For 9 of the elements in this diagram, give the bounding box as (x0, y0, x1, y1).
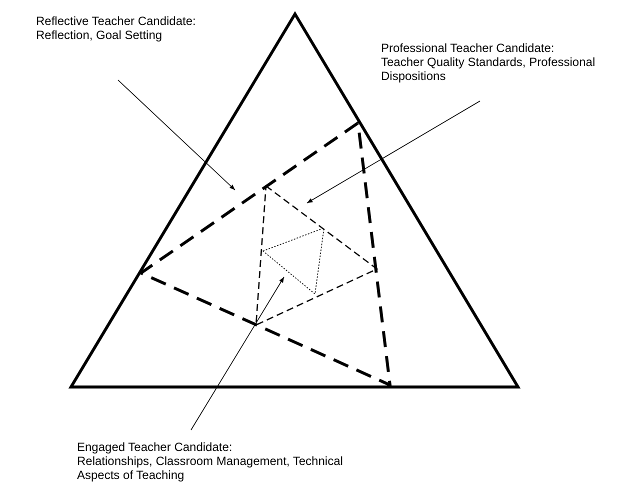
leader-line (118, 80, 236, 190)
leader-line (306, 100, 480, 204)
leader-line (190, 276, 284, 430)
body-text: Teacher Quality Standards, Professional Dispositions (381, 55, 596, 83)
body-text: Relationships, Classroom Management, Technical Aspects of Teaching (77, 454, 344, 482)
heading-text: Engaged Teacher Candidate: (77, 440, 234, 454)
body-text: Reflection, Goal Setting (36, 28, 164, 42)
heading-text: Professional Teacher Candidate: (381, 41, 556, 55)
heading-text: Reflective Teacher Candidate: (36, 14, 197, 28)
